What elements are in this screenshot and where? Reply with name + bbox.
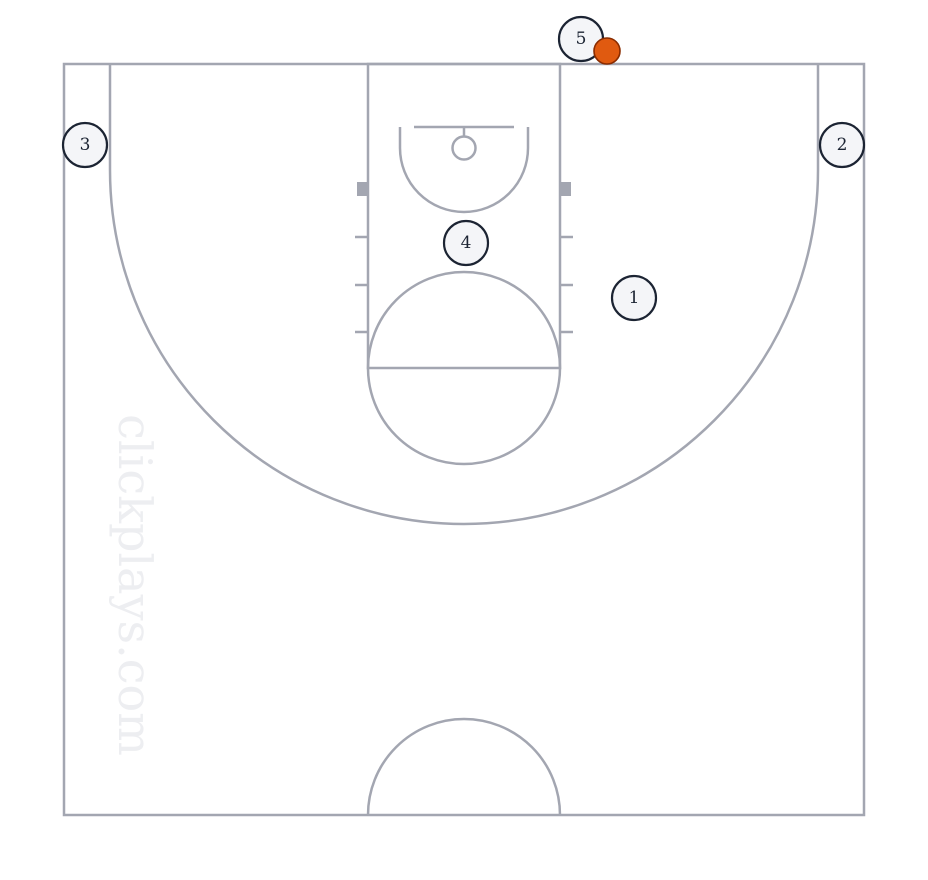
basketball[interactable] (593, 37, 621, 65)
player-label: 2 (837, 135, 848, 155)
watermark-text: clickplays.com (108, 414, 162, 756)
player-marker (610, 274, 658, 322)
player-label: 4 (461, 233, 472, 253)
player-3[interactable]: 3 (61, 121, 109, 169)
player-1[interactable]: 1 (610, 274, 658, 322)
player-4[interactable]: 4 (442, 219, 490, 267)
lane-hash-marks (355, 235, 573, 334)
free-throw-circle (366, 270, 562, 466)
player-marker (442, 219, 490, 267)
player-label: 3 (80, 135, 91, 155)
lane-block-right (560, 182, 571, 196)
rim (451, 135, 477, 161)
lane-block-left (357, 182, 368, 196)
player-marker (61, 121, 109, 169)
player-marker (818, 121, 866, 169)
player-label: 5 (576, 29, 587, 49)
center-circle-arc (366, 717, 562, 816)
court-boundary (62, 62, 866, 817)
player-label: 1 (629, 288, 640, 308)
player-2[interactable]: 2 (818, 121, 866, 169)
lane (366, 62, 562, 370)
restricted-area-arc (398, 127, 530, 214)
three-point-line (108, 64, 820, 526)
